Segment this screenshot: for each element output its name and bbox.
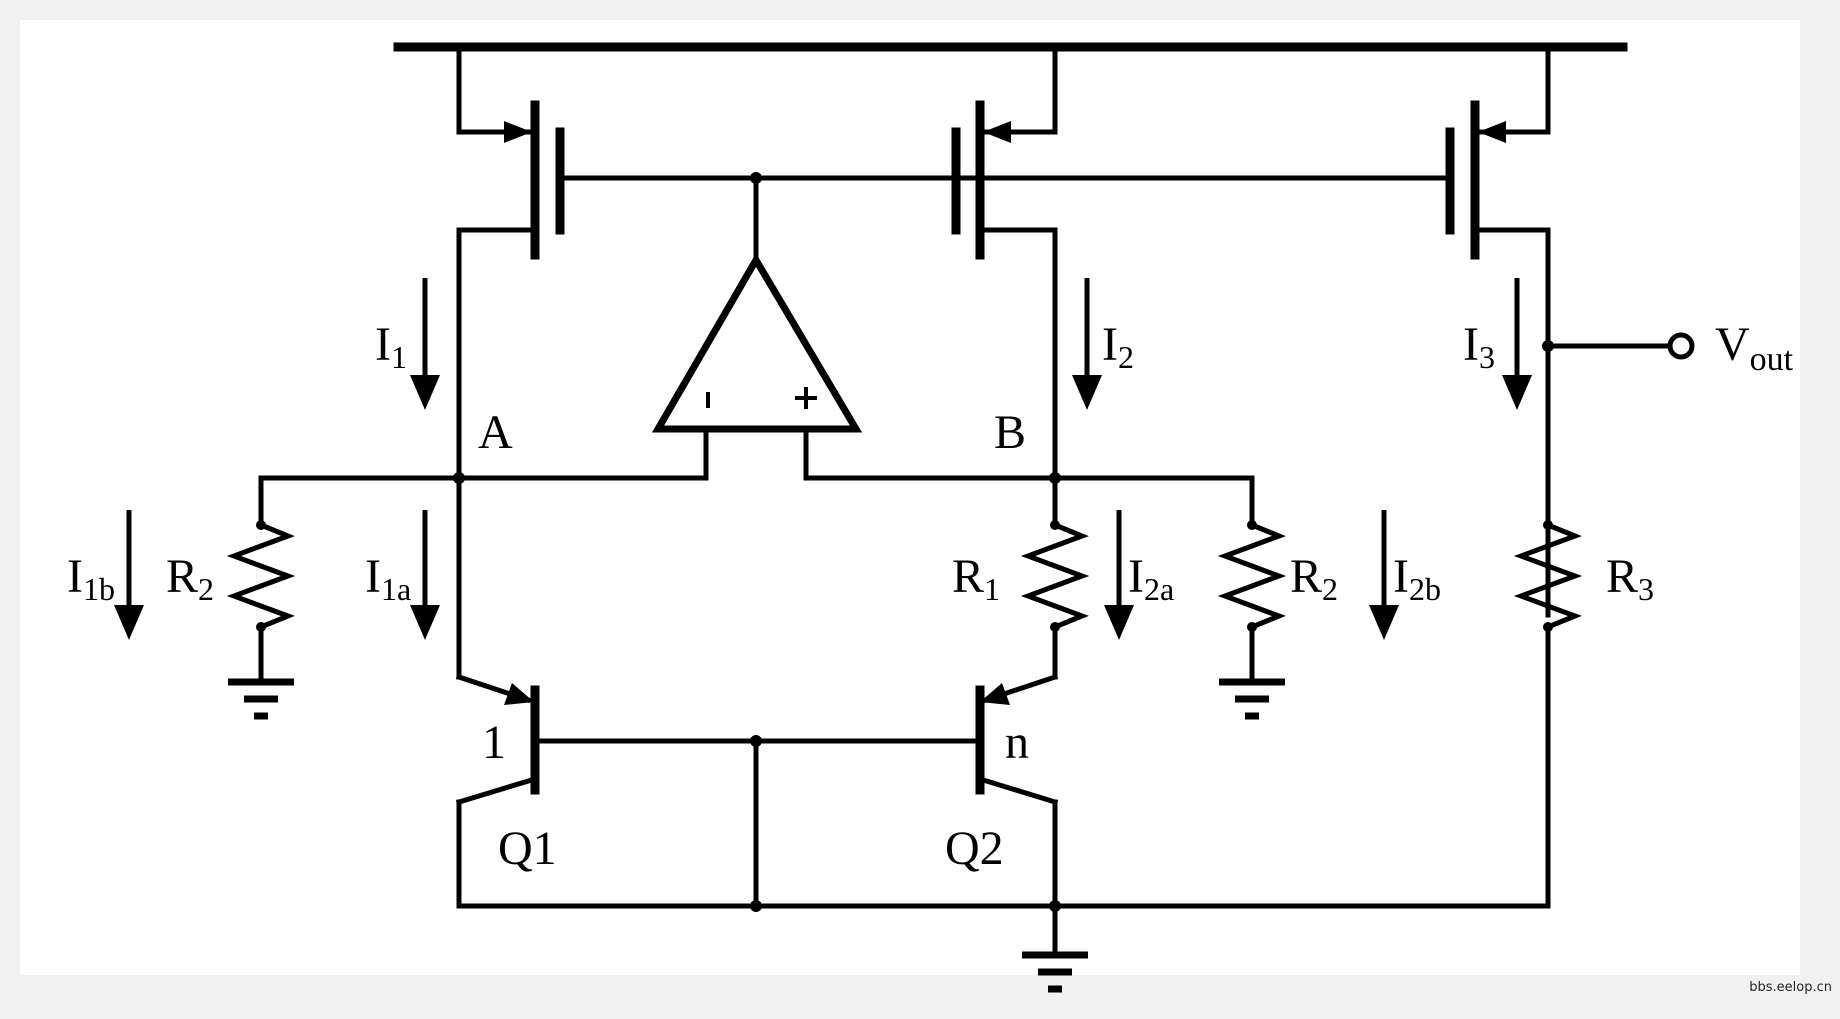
arrow-i1b — [114, 510, 144, 640]
arrow-i2b — [1369, 510, 1399, 640]
label-r2-left: R2 — [166, 550, 214, 607]
label-i2: I2 — [1102, 318, 1134, 375]
label-r2-right: R2 — [1290, 550, 1338, 607]
label-i1: I1 — [375, 318, 407, 375]
ground-r2-right — [1219, 678, 1285, 720]
label-q2-ratio: n — [1005, 716, 1029, 769]
label-r3: R3 — [1606, 550, 1654, 607]
arrow-i2 — [1072, 278, 1102, 410]
arrow-i2a — [1104, 510, 1134, 640]
label-node-a: A — [478, 406, 513, 459]
ground-main — [1022, 951, 1088, 993]
circuit-schematic: I1 I2 I3 I1a I1b I2a I2b A B R2 R1 R2 R3… — [67, 42, 1794, 993]
pmos-m3 — [1445, 44, 1551, 618]
pmos-m1 — [456, 44, 565, 483]
arrow-i3 — [1502, 278, 1532, 410]
ground-r2-left — [228, 678, 294, 720]
label-i1a: I1a — [365, 550, 411, 607]
watermark: bbs.eelop.cn — [1749, 980, 1832, 995]
resistor-r2-right — [1217, 475, 1287, 685]
resistor-r1 — [1020, 475, 1090, 680]
resistor-r3 — [1513, 520, 1583, 909]
label-r1: R1 — [952, 550, 1000, 607]
label-i1b: I1b — [67, 550, 115, 607]
label-i2a: I2a — [1128, 550, 1174, 607]
label-q1: Q1 — [498, 822, 557, 875]
vout-terminal — [1667, 332, 1695, 360]
resistor-r2-left — [226, 475, 296, 685]
label-i2b: I2b — [1393, 550, 1441, 607]
label-i3: I3 — [1463, 318, 1495, 375]
arrow-i1a — [410, 510, 440, 640]
label-vout: Vout — [1715, 318, 1794, 378]
label-q2: Q2 — [945, 822, 1004, 875]
schematic-canvas: I1 I2 I3 I1a I1b I2a I2b A B R2 R1 R2 R3… — [20, 20, 1800, 993]
opamp — [651, 253, 863, 433]
arrow-i1 — [410, 278, 440, 410]
label-q1-ratio: 1 — [482, 716, 506, 769]
label-node-b: B — [994, 406, 1026, 459]
